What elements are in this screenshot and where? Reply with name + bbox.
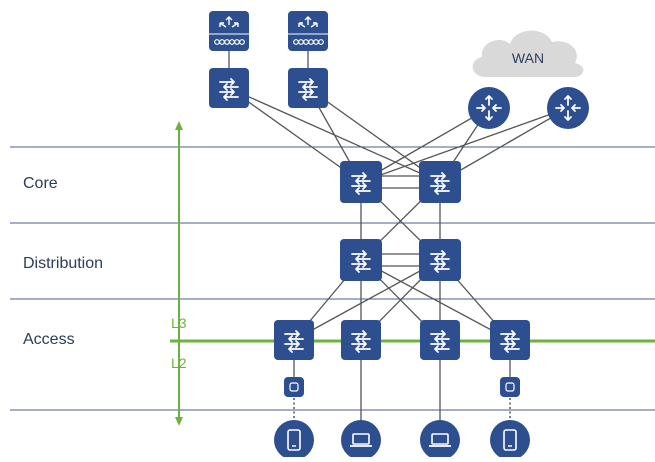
- wan-label: WAN: [512, 50, 544, 66]
- phone-icon[interactable]: [490, 420, 530, 460]
- core-layer-label: Core: [23, 175, 58, 192]
- router-icon[interactable]: [547, 87, 589, 129]
- laptop-icon[interactable]: [420, 420, 460, 460]
- distribution-layer-label: Distribution: [23, 255, 104, 272]
- layer-lines: [10, 146, 655, 411]
- access-point-icon[interactable]: [500, 377, 520, 397]
- links: [228, 50, 569, 423]
- access-layer-label: Access: [23, 331, 75, 348]
- l2-label: L2: [171, 355, 187, 371]
- switch-icon[interactable]: [288, 68, 328, 108]
- wan-cloud-icon: WAN: [472, 30, 584, 78]
- boundary-down-arrow: [175, 417, 183, 426]
- access-point-icon[interactable]: [284, 377, 304, 397]
- firewall-icon[interactable]: [209, 11, 249, 51]
- phone-icon[interactable]: [274, 420, 314, 460]
- core-switch-icon[interactable]: [419, 161, 461, 203]
- boundary-up-arrow: [175, 121, 183, 130]
- core-switch-icon[interactable]: [340, 161, 382, 203]
- switch-icon[interactable]: [209, 68, 249, 108]
- wireless-links: [293, 398, 511, 422]
- access-switch-icon[interactable]: [490, 320, 530, 360]
- access-switch-icon[interactable]: [420, 320, 460, 360]
- l3-label: L3: [171, 315, 187, 331]
- access-switch-icon[interactable]: [341, 320, 381, 360]
- router-icon[interactable]: [468, 87, 510, 129]
- access-switch-icon[interactable]: [274, 320, 314, 360]
- l3-l2-boundary: [170, 121, 655, 426]
- firewall-icon[interactable]: [288, 11, 328, 51]
- distribution-switch-icon[interactable]: [340, 239, 382, 281]
- distribution-switch-icon[interactable]: [419, 239, 461, 281]
- laptop-icon[interactable]: [341, 420, 381, 460]
